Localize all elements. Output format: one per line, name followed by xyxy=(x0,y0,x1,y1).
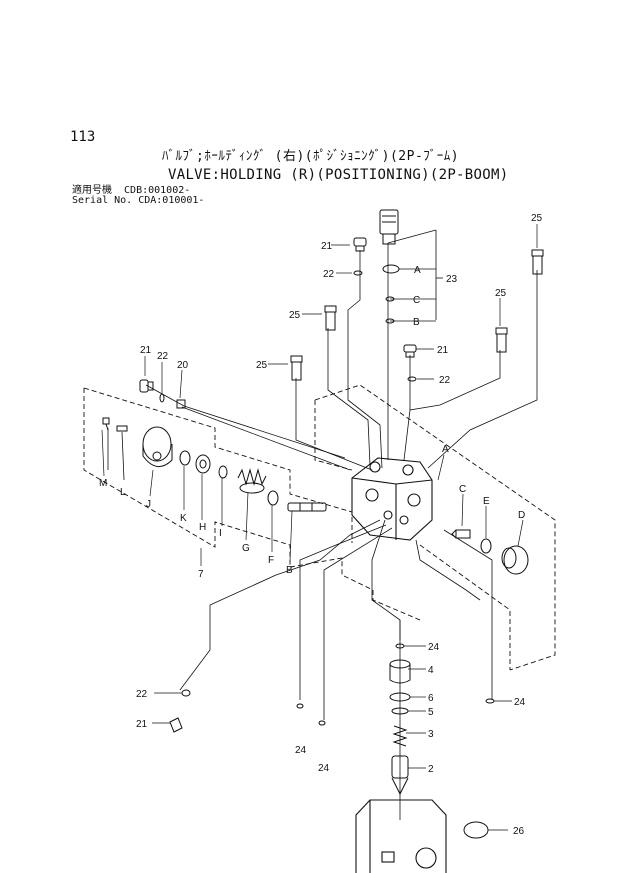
callout-24-left: 24 xyxy=(295,745,307,756)
callout-C: C xyxy=(459,484,466,495)
leader-lines xyxy=(107,229,538,820)
callout-24-upper: 24 xyxy=(428,642,440,653)
oring-22-top-icon xyxy=(353,270,363,276)
callout-21-right: 21 xyxy=(437,345,449,356)
callout-I: I xyxy=(219,528,222,539)
plug-C-icon xyxy=(451,529,471,539)
oring-A-top-icon xyxy=(382,264,400,274)
applicability-serial-jp: 適用号機 CDB:001002- xyxy=(72,185,191,196)
cap-D-icon xyxy=(501,545,529,575)
cap-J-icon xyxy=(142,426,173,467)
callout-21-top: 21 xyxy=(321,241,333,252)
oring-22-left-icon xyxy=(159,393,165,403)
valve-body-icon xyxy=(351,457,433,541)
callout-25-d: 25 xyxy=(256,360,268,371)
oring-24-right-icon xyxy=(485,698,495,704)
oring-K-icon xyxy=(179,450,191,466)
callout-23: 23 xyxy=(446,274,458,285)
callout-24-mid: 24 xyxy=(318,763,330,774)
callout-F: F xyxy=(268,555,274,566)
oring-E-icon xyxy=(480,538,492,554)
callout-M: M xyxy=(99,478,107,489)
spool-B-icon xyxy=(287,502,327,512)
bolt-25-icon-3 xyxy=(495,327,508,353)
callout-labels: 21 22 A 23 C B 25 25 25 25 21 22 20 21 2… xyxy=(99,213,543,837)
base-body-icon xyxy=(355,799,447,873)
callout-A: A xyxy=(442,444,449,455)
callout-E: E xyxy=(483,496,490,507)
callout-3: 3 xyxy=(428,729,434,740)
assembly-outline-main xyxy=(314,384,556,671)
callout-G: G xyxy=(242,543,250,554)
callout-25-a: 25 xyxy=(531,213,543,224)
callout-25-c: 25 xyxy=(495,288,507,299)
callout-D: D xyxy=(518,510,525,521)
bolt-25-icon-1 xyxy=(531,249,544,275)
callout-L: L xyxy=(120,487,126,498)
callout-26: 26 xyxy=(513,826,525,837)
callout-2: 2 xyxy=(428,764,434,775)
plug-21-top-icon xyxy=(353,237,367,252)
page-number: 113 xyxy=(70,129,96,145)
callout-22-lower: 22 xyxy=(136,689,148,700)
callout-B: B xyxy=(286,565,293,576)
oring-22-right-icon xyxy=(407,376,417,382)
callout-J: J xyxy=(146,499,151,510)
callout-4: 4 xyxy=(428,665,434,676)
adapter-part-2-top-icon xyxy=(379,209,399,245)
bolt-25-icon-4 xyxy=(290,355,303,381)
oring-26-icon xyxy=(463,821,489,839)
title-english: VALVE:HOLDING (R)(POSITIONING)(2P-BOOM) xyxy=(168,167,509,183)
oring-I-icon xyxy=(218,465,228,479)
plug-21-left-icon xyxy=(139,379,154,393)
applicability-serial-en: Serial No. CDA:010001- xyxy=(72,195,205,206)
washer-F-icon xyxy=(267,490,279,506)
spring-G-icon xyxy=(237,468,267,494)
callout-20: 20 xyxy=(177,360,189,371)
oring-B-top-icon xyxy=(385,318,395,324)
nut-H-icon xyxy=(195,454,211,474)
callout-24-right: 24 xyxy=(514,697,526,708)
pin-L-icon xyxy=(116,425,128,432)
screw-M-icon xyxy=(102,417,110,431)
callout-A-top: A xyxy=(414,265,421,276)
title-japanese: ﾊﾞﾙﾌﾞ;ﾎｰﾙﾃﾞｨﾝｸﾞ (右)(ﾎﾟｼﾞｼｮﾆﾝｸﾞ)(2P-ﾌﾞｰﾑ) xyxy=(162,149,460,164)
callout-B-top: B xyxy=(413,317,420,328)
cap-4-icon xyxy=(389,659,411,684)
plug-20-icon xyxy=(176,399,186,409)
callout-22-top: 22 xyxy=(323,269,335,280)
callout-22-left: 22 xyxy=(157,351,169,362)
plug-21-lower-icon xyxy=(169,717,183,733)
assembly-outline-7 xyxy=(83,387,374,591)
callout-21-lower: 21 xyxy=(136,719,148,730)
callout-6: 6 xyxy=(428,693,434,704)
spring-3-icon xyxy=(392,725,408,747)
callout-K: K xyxy=(180,513,187,524)
plug-21-right-icon xyxy=(403,344,417,358)
oring-C-top-icon xyxy=(385,296,395,302)
bolt-25-icon-2 xyxy=(324,305,337,331)
callout-25-b: 25 xyxy=(289,310,301,321)
poppet-2-icon xyxy=(391,755,409,796)
callout-H: H xyxy=(199,522,206,533)
oring-22-lower-icon xyxy=(181,689,191,697)
callout-C-top: C xyxy=(413,295,420,306)
callout-5: 5 xyxy=(428,707,434,718)
callout-leaders xyxy=(101,224,538,831)
oring-24-left-icon xyxy=(296,703,304,709)
callout-7: 7 xyxy=(198,569,204,580)
callout-21-left: 21 xyxy=(140,345,152,356)
callout-22-right: 22 xyxy=(439,375,451,386)
oring-24-mid-icon xyxy=(318,720,326,726)
